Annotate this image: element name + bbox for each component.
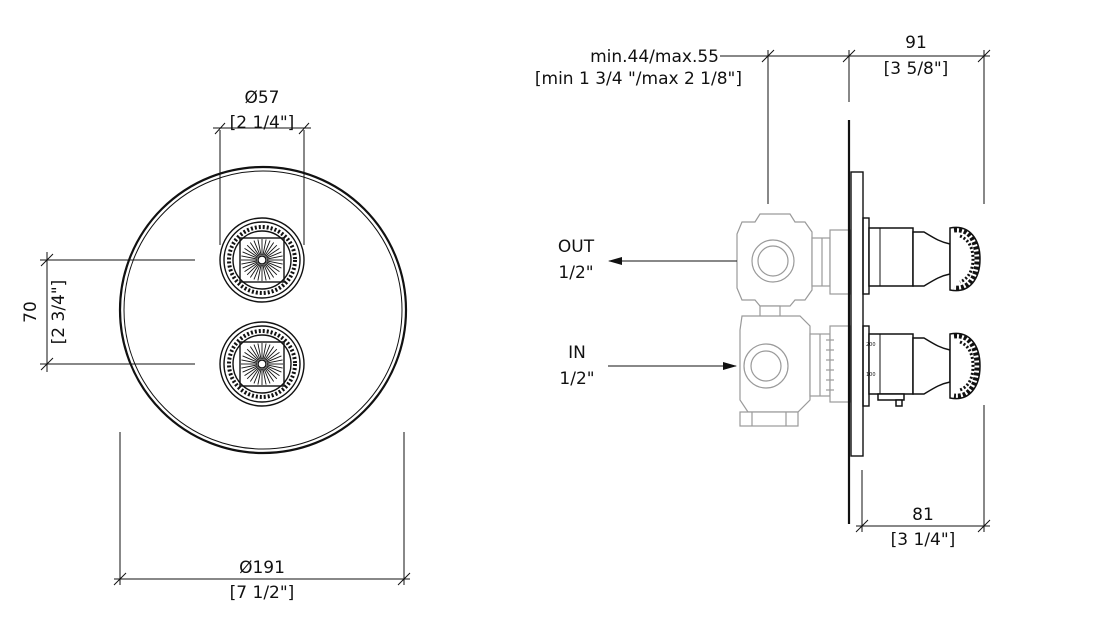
knob-ray [266,255,283,260]
knob-ray [249,242,260,257]
inlet-size: 1/2" [559,369,594,389]
knob-spacing-imperial: [2 3/4"] [49,280,69,345]
knob-diameter-imperial: [2 1/4"] [230,113,295,133]
trim-plate-side [850,171,870,457]
knob-ray [266,355,282,363]
knob-ray [253,344,261,360]
inlet-label: IN [568,343,586,363]
knob-ray [244,351,259,362]
trim-plate-inner [123,170,403,450]
knob-ray [241,255,258,260]
side-view: 200 100 OUT 1/2" IN 1/2" min.44/max.55 [… [535,33,991,550]
knob-ray [263,344,271,360]
trim-plate-outer [118,165,408,455]
outlet-size: 1/2" [558,263,593,283]
knob-ray [246,244,259,257]
knob-ray [242,355,258,363]
knob-ray [264,346,275,361]
knob-ray [257,264,262,281]
knob-ray [257,343,262,360]
outlet-label: OUT [558,237,595,257]
front-view: Ø57 [2 1/4"] 70 [2 3/4"] Ø191 [7 1/2"] [21,88,411,603]
knob-projection-imperial: [3 1/4"] [891,530,956,550]
lower-handle-side: 200 100 [866,332,981,407]
knob-ray [244,247,259,258]
knob-spacing-dimension: 70 [2 3/4"] [21,252,195,372]
knob-ray [262,343,267,360]
top-knob-front [219,217,305,303]
scale-mark-200: 200 [866,342,876,348]
knob-ray [242,261,258,269]
knob-ray [241,260,258,265]
knob-ray [265,262,280,273]
total-projection-imperial: [3 5/8"] [884,59,949,79]
knob-ray [242,365,258,373]
knob-projection-dimension: 81 [3 1/4"] [855,405,991,550]
knob-ray [266,364,283,369]
knob-spacing-metric: 70 [21,301,41,323]
knob-diameter-dimension: Ø57 [2 1/4"] [213,88,311,245]
total-projection-dimension: 91 [3 5/8"] [855,33,991,204]
knob-ray [263,240,271,256]
knob-ray [265,348,278,361]
wall-depth-imperial: [min 1 3/4 "/max 2 1/8"] [535,69,742,89]
knob-ray [265,351,280,362]
knob-ray [266,251,282,259]
knob-ray [249,367,260,382]
knob-projection-metric: 81 [912,505,934,525]
knob-ray [262,368,267,385]
knob-ray [263,264,271,280]
knob-ray [253,240,261,256]
knob-ray [246,367,259,380]
knob-ray [265,367,278,380]
knob-ray [249,346,260,361]
knob-ray [264,367,275,382]
knob-ray [262,264,267,281]
knob-ray [264,242,275,257]
upper-handle-side [868,226,981,292]
total-projection-metric: 91 [905,33,927,53]
knob-ray [242,251,258,259]
knob-ray [253,264,261,280]
wall-depth-dimension: min.44/max.55 [min 1 3/4 "/max 2 1/8"] [535,47,856,204]
knob-ray [265,366,280,377]
knob-ray [253,368,261,384]
knob-ray [249,263,260,278]
knob-ray [265,244,278,257]
plate-diameter-dimension: Ø191 [7 1/2"] [113,432,411,603]
knob-ray [264,263,275,278]
knob-ray [266,365,282,373]
knob-ray [263,368,271,384]
knob-ray [244,262,259,273]
knob-ray [257,239,262,256]
inlet-callout: IN 1/2" [559,343,737,389]
bottom-knob-front [219,321,305,407]
knob-ray [246,263,259,276]
knob-diameter-metric: Ø57 [244,88,279,108]
plate-diameter-metric: Ø191 [239,558,285,578]
knob-ray [246,348,259,361]
valve-body [736,213,851,427]
knob-ray [241,364,258,369]
knob-ray [265,263,278,276]
wall-depth-metric: min.44/max.55 [590,47,719,67]
knob-ray [266,260,283,265]
plate-diameter-imperial: [7 1/2"] [230,583,295,603]
knob-ray [262,239,267,256]
knob-ray [266,261,282,269]
knob-ray [241,359,258,364]
knob-ray [244,366,259,377]
scale-mark-100: 100 [866,372,876,378]
knob-ray [266,359,283,364]
knob-ray [257,368,262,385]
outlet-callout: OUT 1/2" [558,237,737,283]
knob-ray [265,247,280,258]
